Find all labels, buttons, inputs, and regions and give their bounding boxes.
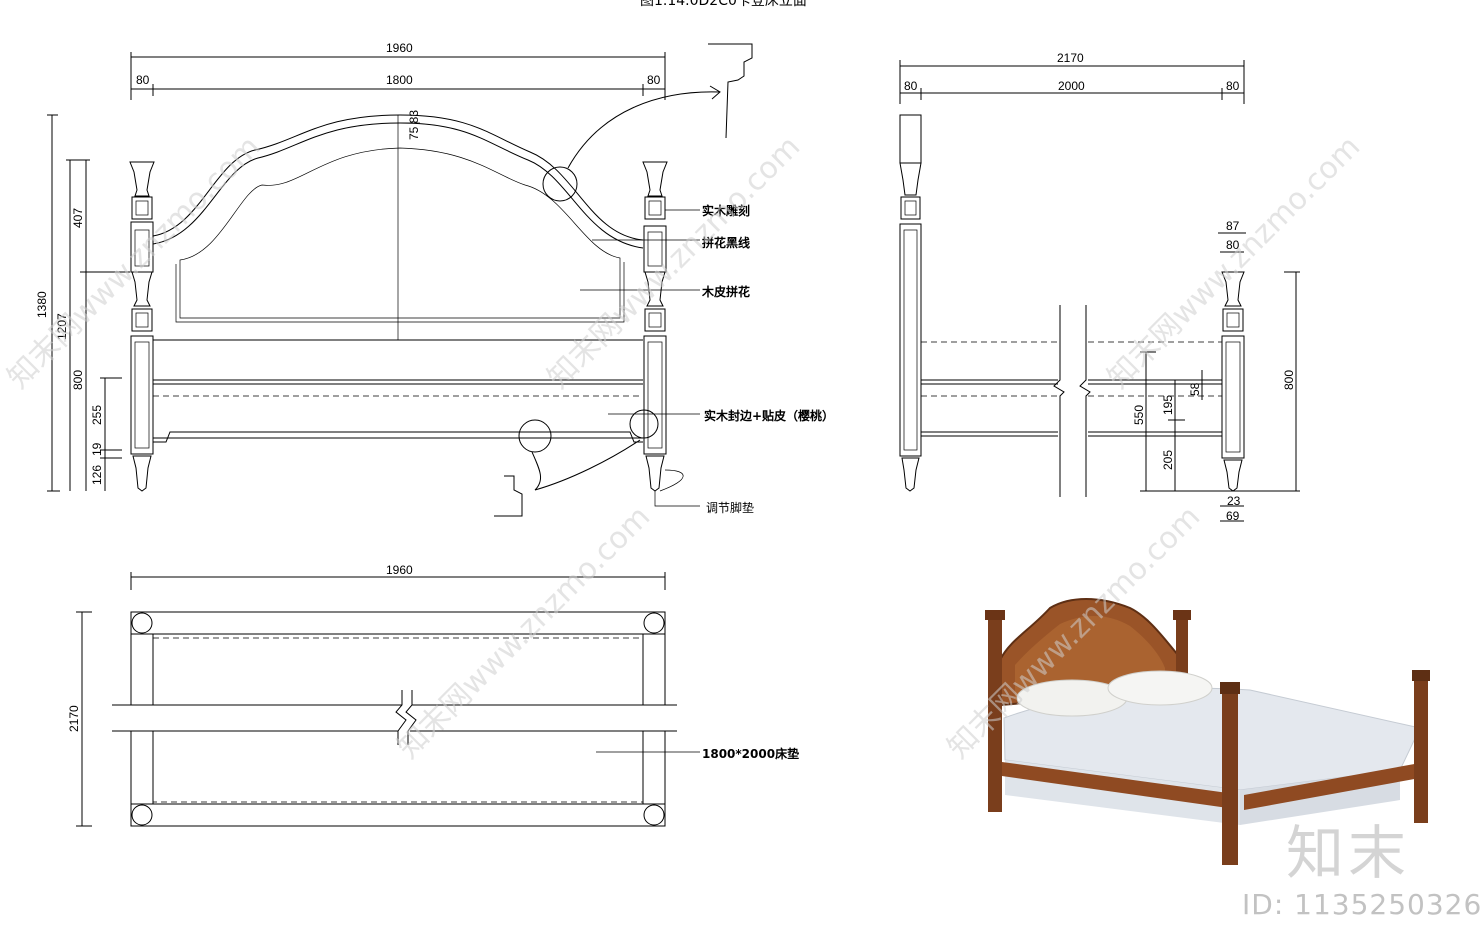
dim-126: 126	[90, 465, 104, 485]
front-elevation-view: 1960 80 1800 80 1380 1207 407 800 255 19…	[35, 41, 834, 517]
side-elevation-view: 2170 80 2000 80	[899, 51, 1300, 523]
dim-side-right: 80	[1226, 79, 1240, 93]
headboard-panel: 75 83	[152, 110, 644, 443]
bed-product-image	[985, 598, 1430, 865]
label-edge: 实木封边+贴皮（樱桃）	[704, 408, 834, 423]
dim-800: 800	[71, 370, 85, 390]
label-foot: 调节脚垫	[706, 500, 754, 515]
watermark-site-1: 知末网www.znzmo.com	[1, 129, 267, 395]
dim-post-inner: 80	[1226, 238, 1240, 252]
dim-right-post: 80	[647, 73, 661, 87]
detail-circle-rail	[518, 419, 552, 453]
id-watermark: ID: 1135250326	[1242, 888, 1483, 921]
dim-1207: 1207	[55, 313, 69, 340]
front-left-post	[129, 161, 155, 492]
dim-550: 550	[1132, 405, 1146, 425]
label-carving: 实木雕刻	[702, 203, 750, 218]
watermark-site-2: 知末网www.znzmo.com	[541, 129, 807, 395]
drawing-title: 图1.14.0D2C0卡登床立面	[640, 0, 807, 9]
dim-foot-23: 23	[1227, 494, 1241, 508]
dim-205: 205	[1161, 450, 1175, 470]
dim-195: 195	[1161, 395, 1175, 415]
front-right-post	[642, 161, 668, 492]
dim-overall-width: 1960	[386, 41, 413, 55]
detail-circle-crown	[542, 166, 578, 202]
dim-58: 58	[1188, 382, 1202, 396]
dim-arch: 75 83	[407, 110, 421, 140]
dim-side-800: 800	[1282, 370, 1296, 390]
side-head-post	[899, 114, 922, 492]
side-foot-post	[1221, 271, 1245, 492]
dim-side-left: 80	[904, 79, 918, 93]
dim-total-height: 1380	[35, 291, 49, 318]
dim-side-inner: 2000	[1058, 79, 1085, 93]
watermark-site-3: 知末网www.znzmo.com	[1101, 129, 1367, 395]
dim-plan-length: 2170	[67, 705, 81, 732]
label-molding: 拼花黑线	[702, 235, 750, 250]
dim-407: 407	[71, 208, 85, 228]
dim-255: 255	[90, 405, 104, 425]
dim-19: 19	[90, 442, 104, 456]
dim-post-top: 87	[1226, 219, 1240, 233]
label-veneer: 木皮拼花	[701, 284, 750, 299]
dim-foot-69: 69	[1226, 509, 1240, 523]
dim-side-overall: 2170	[1057, 51, 1084, 65]
label-mattress: 1800*2000床垫	[702, 746, 799, 761]
dim-inner-width: 1800	[386, 73, 413, 87]
plan-view: 1960 2170 1800*2000床垫	[67, 563, 799, 827]
dim-plan-width: 1960	[386, 563, 413, 577]
brand-watermark: 知末	[1286, 819, 1411, 887]
detail-circle-post	[629, 409, 659, 439]
dim-left-post: 80	[136, 73, 150, 87]
